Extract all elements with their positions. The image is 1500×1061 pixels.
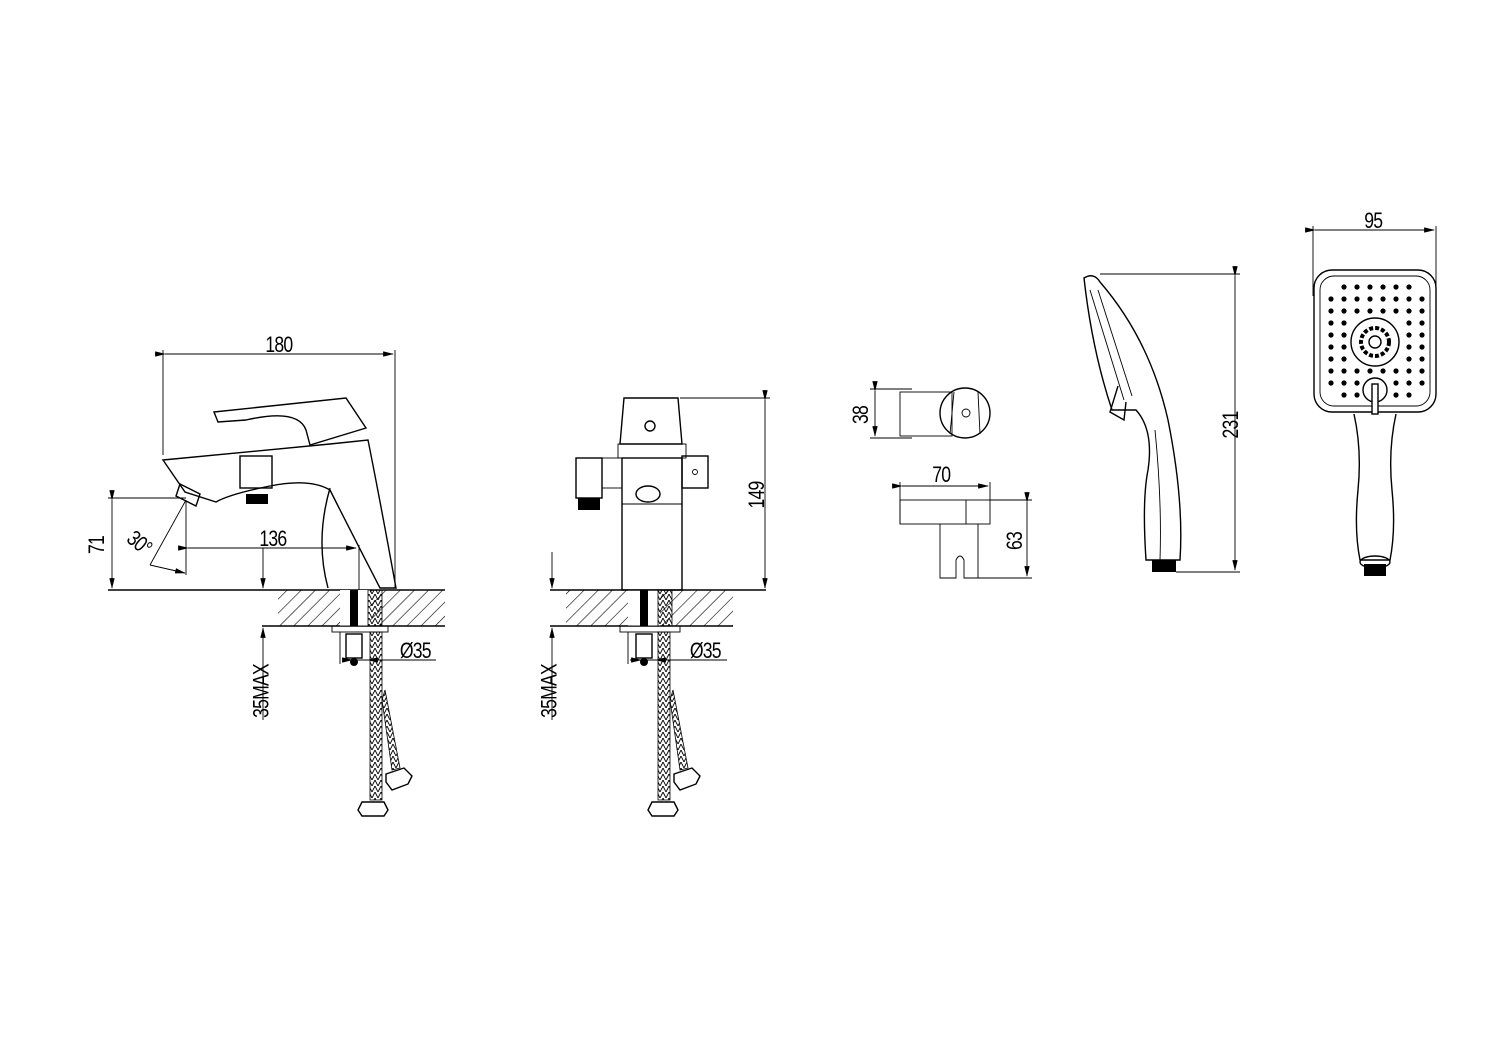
dim-label-holder-height: 63 <box>1002 532 1028 550</box>
dim-label-deck-max-1: 35MAX <box>248 664 274 718</box>
dim-label-front-height: 149 <box>743 481 769 509</box>
dim-label-deck-max-2: 35MAX <box>536 664 562 718</box>
hand-shower-side-view <box>1083 266 1240 573</box>
dim-label-head-width: 95 <box>1364 208 1383 233</box>
dim-label-spout-height: 71 <box>84 536 110 554</box>
dim-label-holder-depth: 38 <box>848 406 874 424</box>
hand-shower-front-view <box>1305 226 1437 576</box>
dim-label-holder-width: 70 <box>932 462 951 487</box>
faucet-side-view <box>108 350 445 817</box>
dim-label-overall-length: 180 <box>265 332 293 357</box>
dim-label-spout-reach: 136 <box>259 526 287 551</box>
dim-label-shower-length: 231 <box>1217 411 1243 439</box>
dim-label-hole-diameter-2: Ø35 <box>689 638 722 663</box>
holder-views <box>870 381 1032 579</box>
dim-label-hole-diameter-1: Ø35 <box>399 638 432 663</box>
spray-nozzle-grid <box>1328 284 1425 398</box>
faucet-front-view <box>549 390 770 817</box>
